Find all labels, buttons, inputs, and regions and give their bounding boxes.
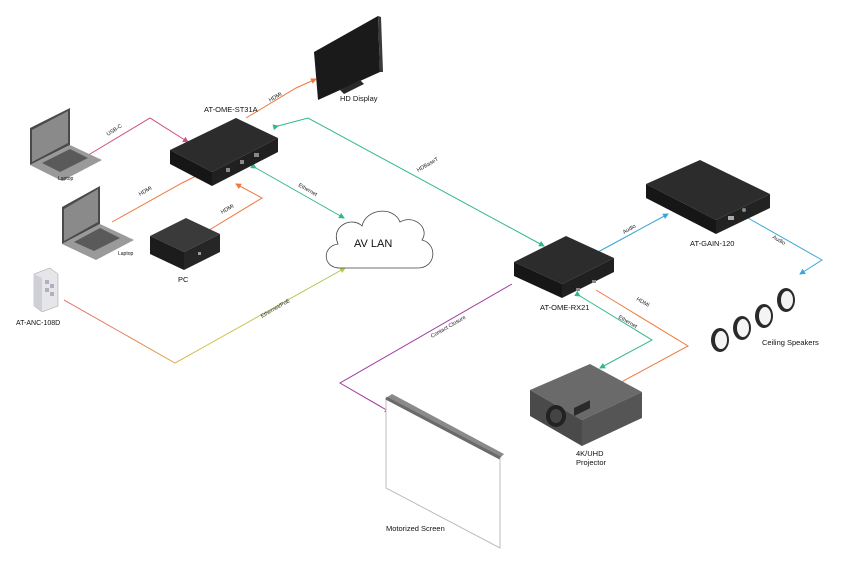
audio-amp-cable (597, 213, 669, 253)
amplifier-label: AT-GAIN-120 (690, 239, 734, 248)
hd-display: HD Display (314, 16, 383, 103)
hdmi-projector-label: HDMI (635, 297, 651, 309)
control-panel-anc-108d: AT-ANC-108D (16, 267, 60, 327)
pc: PC (150, 218, 220, 284)
contact-closure-label: Contact Closure (430, 315, 467, 340)
ethernet-projector-label: Ethernet (617, 315, 638, 331)
av-lan-label: AV LAN (354, 238, 392, 250)
ethernet-poe-label: Ethernet/PoE (260, 298, 292, 320)
hdmi-laptop-label: HDMI (138, 185, 154, 197)
receiver-label: AT-OME-RX21 (540, 303, 589, 312)
laptop-top: Laptop (30, 108, 102, 182)
usbc-cable (79, 117, 189, 161)
control-panel-label: AT-ANC-108D (16, 320, 60, 327)
ethernet-tx-label: Ethernet (297, 183, 318, 199)
screen-label: Motorized Screen (386, 524, 445, 533)
projector-4k: 4K/UHD Projector (530, 364, 642, 467)
hdbaset-cable (272, 117, 545, 247)
ethernet-poe-cable (63, 267, 346, 364)
projector-label-line2: Projector (576, 458, 607, 467)
laptop-bottom: Laptop (62, 186, 134, 260)
audio-speakers-cable (747, 217, 823, 275)
hdmi-pc-label: HDMI (220, 203, 236, 215)
speakers-label: Ceiling Speakers (762, 338, 819, 347)
av-lan-cloud: AV LAN (325, 210, 434, 269)
projector-label-line1: 4K/UHD (576, 449, 604, 458)
laptop-bottom-label: Laptop (118, 251, 134, 257)
transmitter-ome-st31a: AT-OME-ST31A (170, 105, 278, 186)
hdbaset-label: HDBaseT (416, 156, 440, 173)
hdmi-display-label: HDMI (268, 91, 284, 103)
hdmi-laptop-cable (111, 173, 201, 223)
motorized-screen: Motorized Screen (385, 394, 504, 549)
contact-closure-cable (339, 283, 513, 413)
amplifier-gain-120: AT-GAIN-120 (646, 160, 770, 248)
audio-amp-label: Audio (622, 223, 637, 235)
transmitter-label: AT-OME-ST31A (204, 105, 258, 114)
ethernet-tx-cable (250, 162, 345, 219)
ceiling-speakers: Ceiling Speakers (711, 288, 819, 352)
laptop-top-label: Laptop (58, 176, 74, 182)
receiver-ome-rx21: AT-OME-RX21 (514, 236, 614, 312)
cables (63, 78, 823, 413)
hdmi-display-cable (245, 78, 317, 119)
hdmi-projector-cable (595, 289, 690, 387)
audio-speakers-label: Audio (771, 235, 786, 247)
hd-display-label: HD Display (340, 94, 378, 103)
pc-label: PC (178, 275, 189, 284)
ethernet-projector-cable (574, 290, 654, 369)
